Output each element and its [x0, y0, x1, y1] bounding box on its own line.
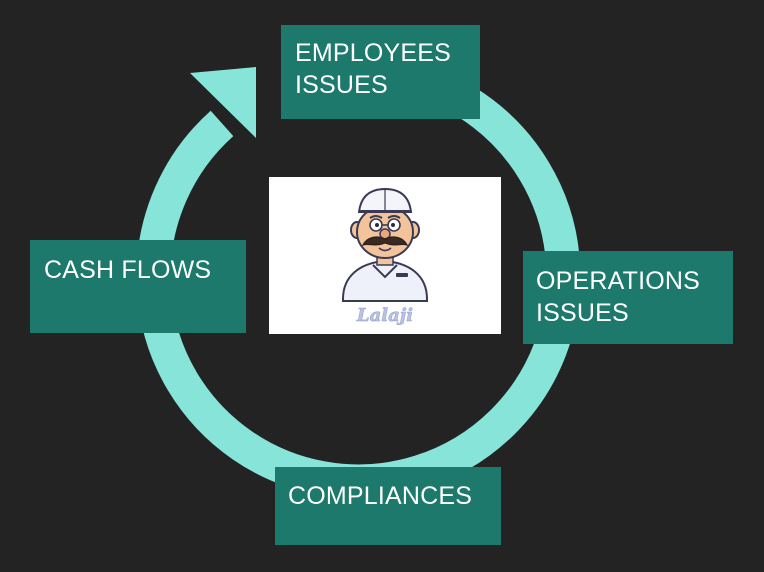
- mascot-eye-right: [391, 223, 395, 227]
- mascot-mouth: [378, 247, 392, 252]
- mascot-brow-left: [369, 215, 383, 219]
- node-cash-flows: CASH FLOWS: [30, 240, 246, 333]
- mascot-collar: [372, 264, 398, 279]
- cycle-arrowhead: [190, 67, 256, 138]
- node-operations-line-2: ISSUES: [536, 299, 629, 327]
- mascot-body: [342, 259, 428, 302]
- mascot-moustache: [361, 236, 409, 247]
- node-operations-issues: OPERATIONS ISSUES: [523, 251, 733, 344]
- mascot-eye-left: [375, 223, 379, 227]
- lalaji-mascot-illustration: Lalaji: [342, 187, 428, 326]
- node-compliances: COMPLIANCES: [275, 467, 501, 545]
- node-employees-line-1: EMPLOYEES: [295, 39, 452, 67]
- node-cashflows-line-1: CASH FLOWS: [44, 256, 212, 284]
- mascot-pocket: [396, 273, 408, 277]
- mascot-brow-right: [387, 215, 401, 219]
- node-compliances-line-1: COMPLIANCES: [288, 482, 473, 510]
- node-employees-issues: EMPLOYEES ISSUES: [281, 25, 480, 119]
- node-employees-line-2: ISSUES: [295, 71, 388, 99]
- node-operations-line-1: OPERATIONS: [536, 267, 701, 295]
- center-image-card: Lalaji: [269, 177, 501, 334]
- mascot-logo-text: Lalaji: [356, 305, 413, 326]
